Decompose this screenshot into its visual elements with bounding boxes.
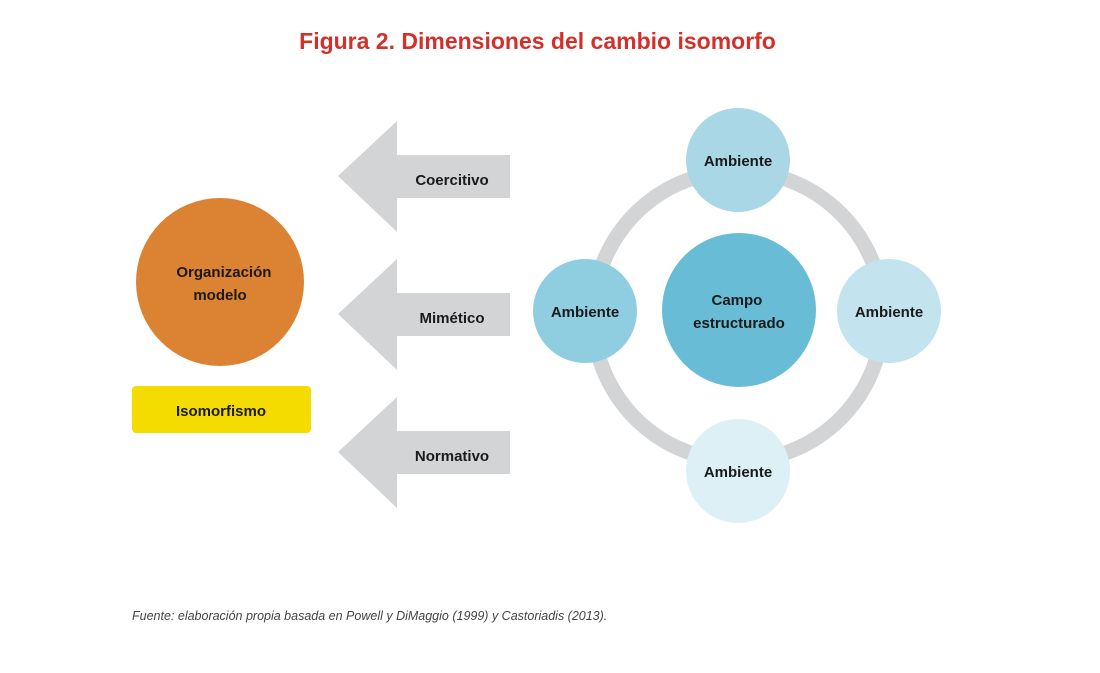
- environment-circle-right: [837, 259, 941, 363]
- source-note: Fuente: elaboración propia basada en Pow…: [132, 609, 608, 623]
- arrow-coercive-label: Coercitivo: [415, 172, 488, 189]
- isomorfismo-badge: [132, 386, 311, 433]
- environment-circle-top: [686, 108, 790, 212]
- isomorfismo-label: Isomorfismo: [176, 403, 266, 420]
- environment-label-bottom: Ambiente: [704, 464, 772, 481]
- arrow-mimetic-label: Mimético: [419, 310, 484, 327]
- structured-field-label: Campo estructurado: [693, 292, 785, 332]
- environment-label-top: Ambiente: [704, 153, 772, 170]
- environment-circle-left: [533, 259, 637, 363]
- figure-title: Figura 2. Dimensiones del cambio isomorf…: [299, 28, 776, 54]
- structured-field-circle: [662, 233, 816, 387]
- model-organization-circle: [136, 198, 304, 366]
- arrow-normative-label: Normativo: [415, 448, 489, 465]
- arrow-normative: [338, 397, 510, 508]
- environment-label-left: Ambiente: [551, 304, 619, 321]
- arrow-mimetic: [338, 259, 510, 370]
- environment-circle-bottom: [686, 419, 790, 523]
- model-organization-label: Organización modelo: [176, 264, 275, 304]
- arrow-coercive: [338, 121, 510, 232]
- environment-label-right: Ambiente: [855, 304, 923, 321]
